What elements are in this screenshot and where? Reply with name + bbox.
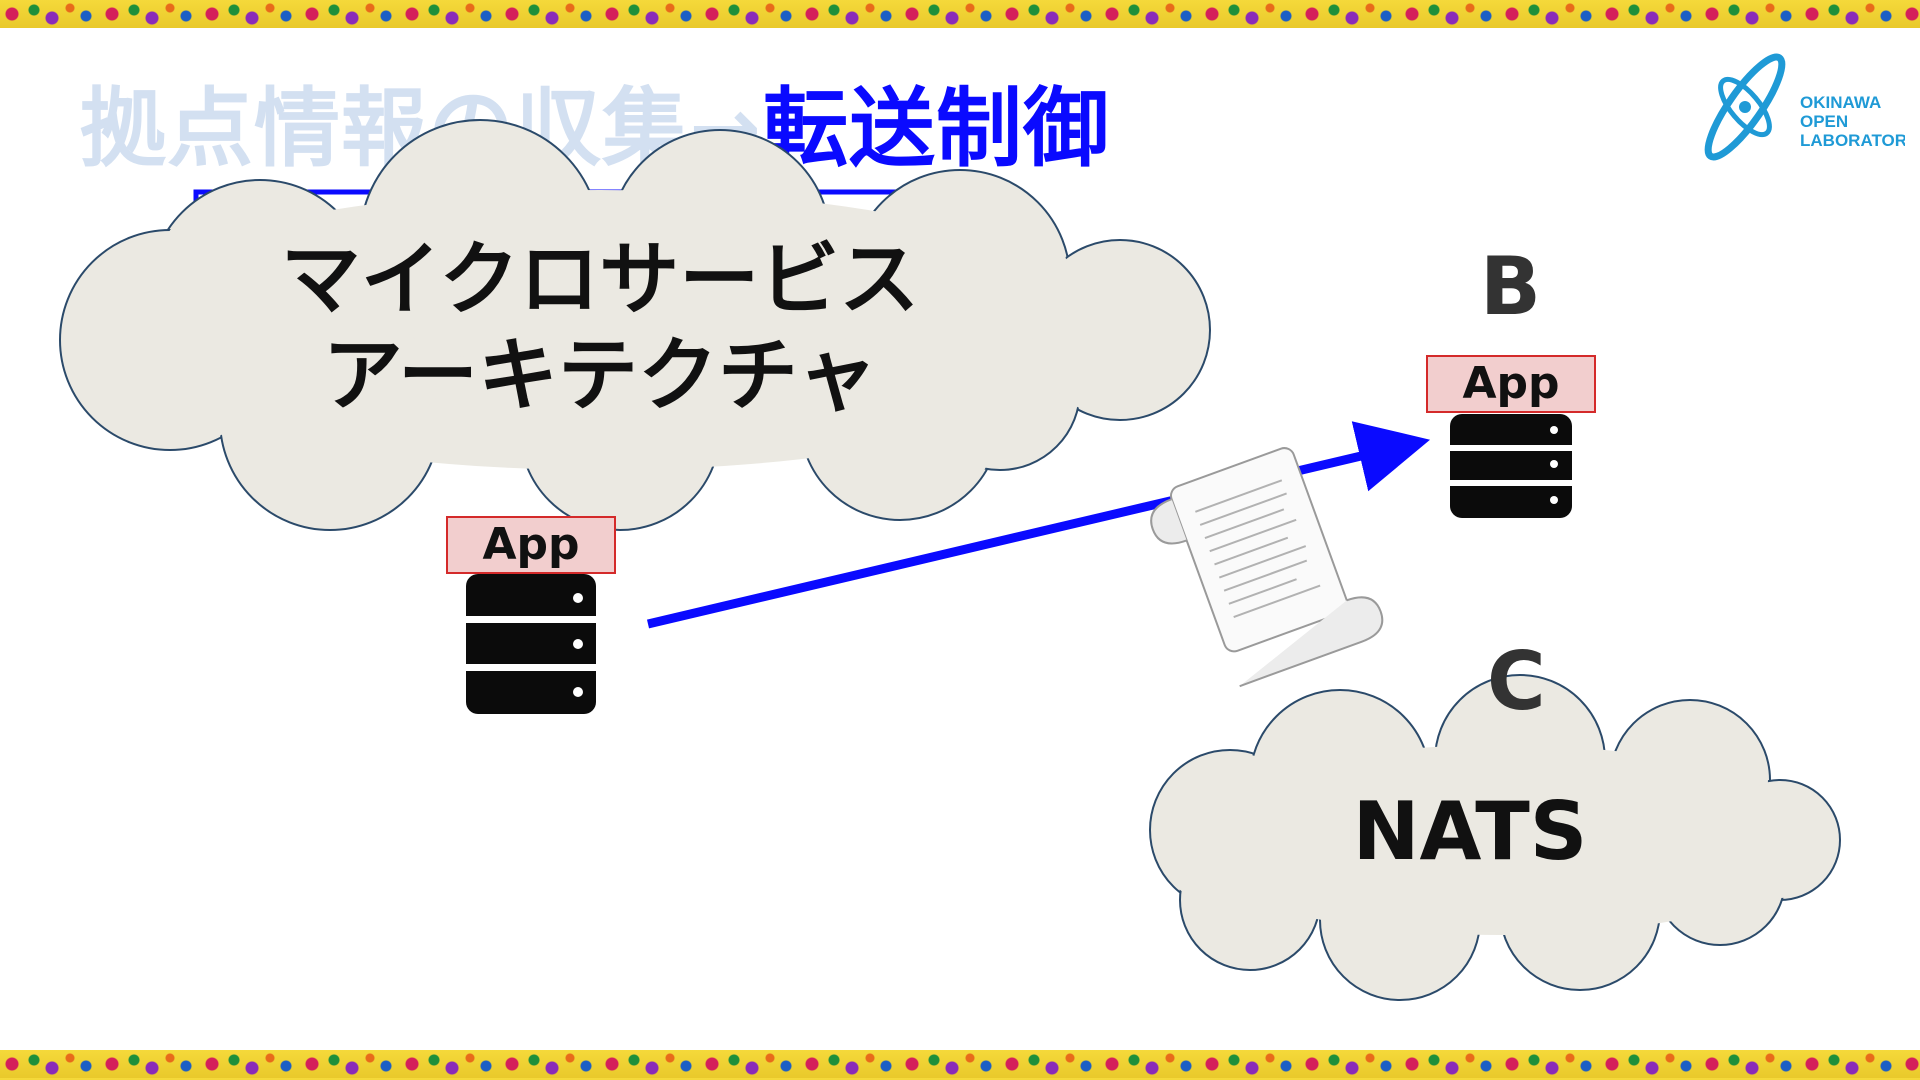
top-decorative-border [0,0,1920,28]
node-b-app-tag: App [1426,355,1596,413]
node-a-app-tag: App [446,516,616,574]
nats-cloud-label: NATS [1352,785,1588,878]
node-b-letter: B [1480,240,1541,333]
microservices-line2: アーキテクチャ [322,329,878,422]
bottom-decorative-border [0,1050,1920,1080]
node-a-server-icon [466,574,596,714]
nats-cloud [1149,674,1841,1001]
microservices-cloud [59,119,1211,531]
microservices-cloud-label: マイクロサービス アーキテクチャ [270,232,930,424]
node-c-letter: C [1487,635,1546,728]
logo-text-line3: LABORATORY [1800,131,1905,150]
okinawa-open-lab-logo: OKINAWA OPEN LABORATORY [1704,53,1905,161]
logo-text-line2: OPEN [1800,112,1848,131]
microservices-line1: マイクロサービス [280,233,920,326]
node-b-server-icon [1450,414,1572,518]
logo-text-line1: OKINAWA [1800,93,1881,112]
title-highlight-part: 転送制御 [762,79,1111,179]
document-scroll-icon [1150,447,1384,688]
